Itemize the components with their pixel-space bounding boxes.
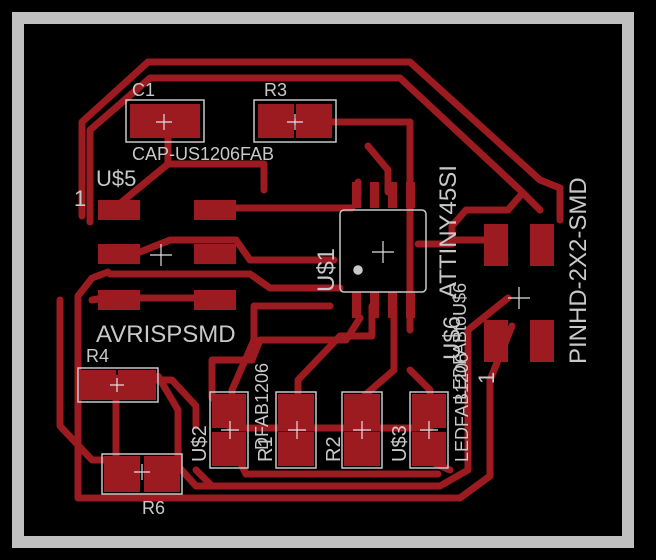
label-ledfab-overlap: LEDFABtoU$6 bbox=[450, 283, 470, 400]
label-us5: U$5 bbox=[96, 166, 136, 191]
pad-r3-2 bbox=[296, 104, 332, 138]
label-cap-value: CAP-US1206FAB bbox=[132, 144, 274, 164]
pad-c1-2 bbox=[164, 104, 200, 138]
label-ledfab1206-a: DFAB1206 bbox=[252, 363, 272, 450]
pad-ic-bot-4 bbox=[406, 292, 415, 318]
pad-ic-top-1 bbox=[352, 182, 361, 208]
pad-r6-1 bbox=[104, 456, 140, 492]
r4-outline bbox=[77, 367, 159, 403]
label-c1: C1 bbox=[132, 80, 155, 100]
copper-traces bbox=[56, 58, 564, 502]
pad-us5-1 bbox=[98, 200, 140, 220]
pad-us2-1 bbox=[212, 394, 246, 428]
ic-pin1-dot bbox=[353, 265, 363, 275]
pad-r1-2 bbox=[278, 432, 314, 466]
pad-us5-3 bbox=[98, 244, 140, 264]
label-us2: U$2 bbox=[189, 425, 211, 462]
label-us1: U$1 bbox=[313, 248, 340, 292]
pad-ic-top-2 bbox=[370, 182, 379, 208]
pad-r6-2 bbox=[144, 456, 180, 492]
c1-outline bbox=[125, 99, 205, 143]
label-r6: R6 bbox=[142, 498, 165, 518]
label-avrisp: AVRISPSMD bbox=[96, 321, 236, 348]
copper-pads bbox=[80, 104, 554, 492]
label-us6: U$6 bbox=[439, 316, 466, 360]
pad-us5-5 bbox=[98, 290, 140, 310]
pad-ic-top-4 bbox=[406, 182, 415, 208]
pad-pinhd-3 bbox=[484, 320, 508, 362]
pad-us5-6 bbox=[194, 290, 236, 310]
label-attiny: ATTINY45SI bbox=[435, 165, 462, 298]
label-pin1-left: 1 bbox=[74, 186, 86, 211]
r3-outline bbox=[253, 99, 337, 143]
label-ledfab1206-b: LEDFAB1206 bbox=[452, 353, 472, 462]
pad-pinhd-2 bbox=[530, 224, 554, 266]
pad-us5-2 bbox=[194, 200, 236, 220]
label-r3: R3 bbox=[264, 80, 287, 100]
ic-outline bbox=[339, 209, 427, 293]
pad-ic-bot-2 bbox=[370, 292, 379, 318]
label-r4: R4 bbox=[86, 346, 109, 366]
label-pinhd: PINHD-2X2-SMD bbox=[565, 177, 592, 364]
label-r1: R1 bbox=[255, 436, 277, 462]
pad-pinhd-4 bbox=[530, 320, 554, 362]
pad-ic-bot-3 bbox=[388, 292, 397, 318]
pad-us5-4 bbox=[194, 244, 236, 264]
pad-ic-bot-1 bbox=[352, 292, 361, 318]
pad-us2-2 bbox=[212, 432, 246, 466]
r1-outline bbox=[275, 391, 317, 469]
label-pin1-right: 1 bbox=[474, 372, 499, 384]
us2-outline bbox=[209, 391, 249, 469]
label-r2: R2 bbox=[323, 436, 345, 462]
pad-r1-1 bbox=[278, 394, 314, 428]
pad-c1-1 bbox=[130, 104, 166, 138]
us3-outline bbox=[409, 391, 449, 469]
pad-pinhd-1 bbox=[484, 224, 508, 266]
label-us3: U$3 bbox=[389, 425, 411, 462]
silkscreen-outlines bbox=[77, 99, 449, 495]
pad-r4-2 bbox=[118, 370, 156, 400]
r6-outline bbox=[101, 453, 183, 495]
origin-crosses bbox=[110, 114, 530, 480]
pad-r3-1 bbox=[258, 104, 294, 138]
pad-ic-top-3 bbox=[388, 182, 397, 208]
board-outline bbox=[12, 12, 634, 548]
r2-outline bbox=[341, 391, 383, 469]
